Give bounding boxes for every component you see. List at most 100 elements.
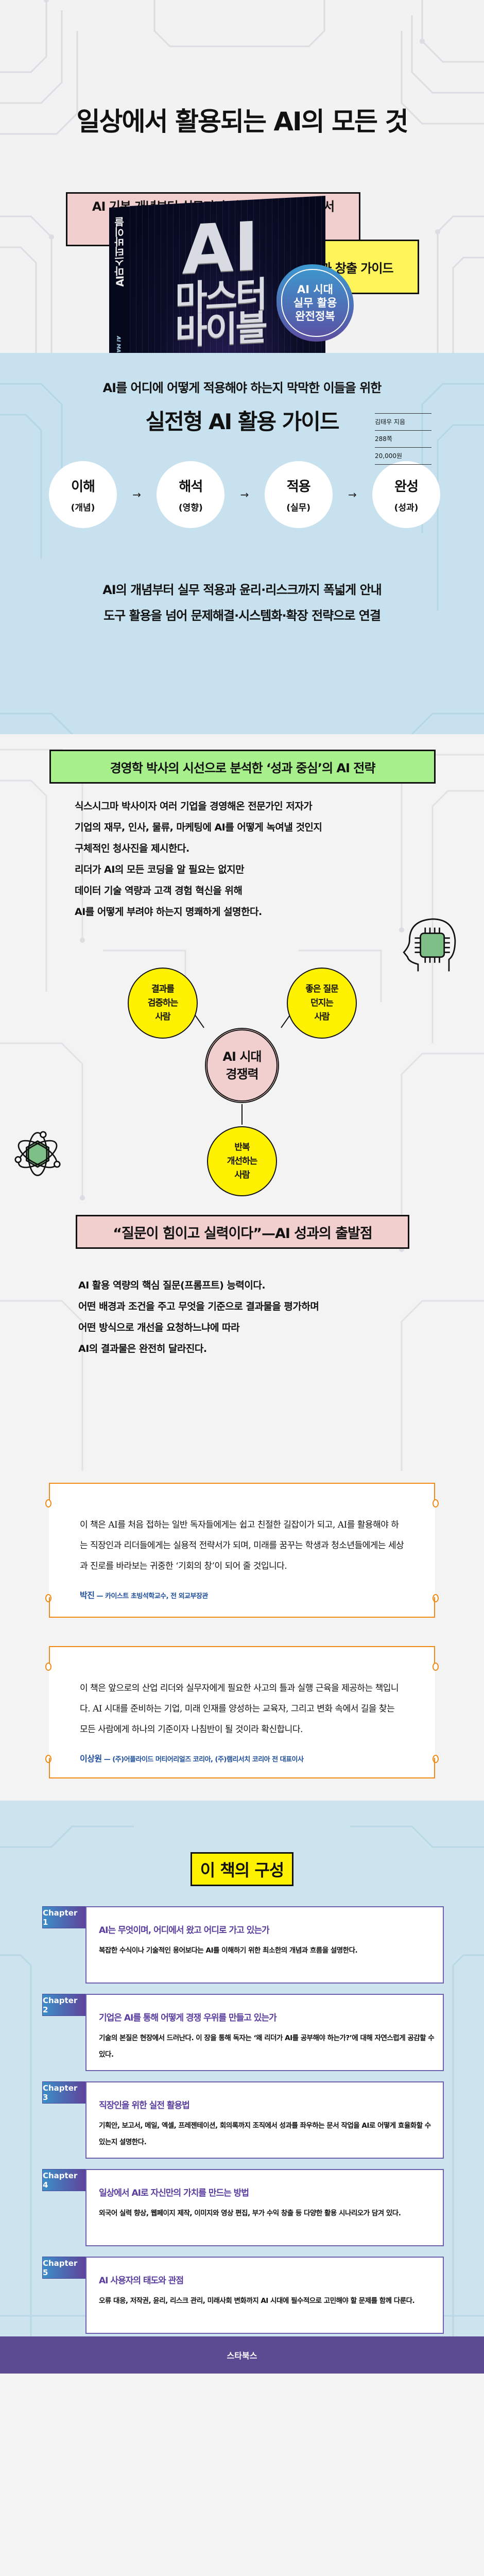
oval-line: 결과를 [151, 984, 175, 994]
review-card: 이 책은 AI를 처음 접하는 일반 독자들에게는 쉽고 친절한 길잡이가 되고… [45, 1483, 439, 1618]
frame-knob-icon [45, 1755, 51, 1763]
publisher-name: 스타북스 [227, 2351, 257, 2361]
chapter-title: AI는 무엇이며, 어디에서 왔고 어디로 가고 있는가 [99, 1925, 270, 1936]
oval-verify-results: 결과를 검증하는 사람 [128, 968, 198, 1039]
book-info-table: 김태우 지음 288쪽 20,000원 [375, 413, 431, 465]
question-heading: “질문이 힘이고 실력이다”—AI 성과의 출발점 [76, 1215, 409, 1249]
book-price: 20,000원 [375, 447, 431, 465]
badge-seal: AI 시대 실무 활용 완전정복 [276, 264, 354, 342]
chapter-title: AI 사용자의 태도와 관점 [99, 2276, 184, 2286]
body-line: 어떤 배경과 조건을 주고 무엇을 기준으로 결과물을 평가하며 [78, 1301, 319, 1312]
step-label: 완성 [394, 479, 419, 495]
oval-line: 검증하는 [147, 997, 179, 1008]
body-line: 기업의 재무, 인사, 물류, 마케팅에 AI를 어떻게 녹여낼 것인지 [75, 822, 322, 833]
step-sublabel: (개념) [71, 503, 95, 513]
chapter-title: 기업은 AI를 통해 어떻게 경쟁 우위를 만들고 있는가 [99, 2013, 277, 2023]
card-frame-bottom [49, 1597, 435, 1618]
card-frame-top [49, 1646, 435, 1667]
spine-en-title: AI MASTER BIBLE [115, 336, 121, 353]
chapter-desc: 기획안, 보고서, 메일, 엑셀, 프레젠테이션, 회의록까지 조직에서 성과를… [99, 2122, 431, 2146]
step-understand: 이해 (개념) [49, 461, 117, 528]
body-line: 데이터 기술 역량과 고객 경험 혁신을 위해 [75, 885, 243, 896]
atom-icon [14, 1131, 61, 1176]
toc-title: 이 책의 구성 [191, 1852, 293, 1886]
oval-line: AI 시대 [222, 1049, 262, 1064]
review-source: 박진 — 카이스트 초빙석학교수, 전 외교부장관 [80, 1588, 208, 1601]
chapter-label: Chapter 2 [42, 1994, 85, 2016]
book-cover-image: AI마스터바이블 AI MASTER BIBLE 스타북스 AI 마스터 바이블… [108, 196, 354, 353]
reviewer-role: — (주)어플라이드 머티어리얼즈 코리아, (주)램리서치 코리아 전 대표이… [101, 1756, 304, 1764]
chapter-label: Chapter 3 [42, 2081, 85, 2104]
oval-line: 던지는 [310, 997, 334, 1008]
card-frame-bottom [49, 1758, 435, 1778]
step-sublabel: (실무) [286, 503, 311, 513]
oval-line: 경쟁력 [226, 1067, 258, 1081]
card-frame-top [49, 1483, 435, 1503]
step-apply: 적용 (실무) [264, 461, 333, 528]
chapter-desc: 기술의 본질은 현장에서 드러난다. 이 장을 통해 독자는 ‘왜 리더가 AI… [99, 2034, 435, 2059]
review-card: 이 책은 앞으로의 산업 리더와 실무자에게 필요한 사고의 틀과 실행 근육을… [45, 1646, 439, 1778]
oval-line: 반복 [234, 1142, 250, 1153]
chapter-5: Chapter 5 AI 사용자의 태도와 관점 오류 대응, 저작권, 윤리,… [42, 2257, 444, 2334]
table-of-contents-section: 이 책의 구성 Chapter 1 AI는 무엇이며, 어디에서 왔고 어디로 … [0, 1801, 484, 2336]
arrow-right-icon: → [132, 488, 142, 501]
oval-line: 개선하는 [227, 1156, 258, 1166]
oval-line: 사람 [314, 1011, 330, 1022]
chapter-label: Chapter 4 [42, 2169, 85, 2191]
cover-title-ai: AI [182, 207, 259, 290]
oval-good-questions: 좋은 질문 던지는 사람 [287, 968, 357, 1039]
body-line: 식스시그마 박사이자 여러 기업을 경영해온 전문가인 저자가 [75, 801, 313, 812]
guide-desc-line: AI의 개념부터 실무 적용과 윤리·리스크까지 폭넓게 안내 [102, 583, 382, 597]
step-interpret: 해석 (영향) [157, 461, 225, 528]
review-source: 이상원 — (주)어플라이드 머티어리얼즈 코리아, (주)램리서치 코리아 전… [80, 1752, 304, 1764]
frame-knob-icon [433, 1499, 439, 1507]
arrow-right-icon: → [348, 488, 357, 501]
oval-iterate-improve: 반복 개선하는 사람 [207, 1126, 277, 1196]
chapter-card [85, 2257, 444, 2334]
oval-line: 좋은 질문 [305, 984, 338, 994]
review-text: 이 책은 앞으로의 산업 리더와 실무자에게 필요한 사고의 틀과 실행 근육을… [80, 1683, 399, 1735]
reviewer-role: — 카이스트 초빙석학교수, 전 외교부장관 [94, 1592, 208, 1600]
cover-title: AI 마스터 바이블 [159, 207, 282, 353]
chapter-1: Chapter 1 AI는 무엇이며, 어디에서 왔고 어디로 가고 있는가 복… [42, 1906, 444, 1984]
guide-title: 실전형 AI 활용 가이드 [145, 409, 339, 434]
body-line: AI의 결과물은 완전히 달라진다. [78, 1343, 207, 1354]
head-chip-icon [403, 918, 456, 972]
guide-subtitle: AI를 어디에 어떻게 적용해야 하는지 막막한 이들을 위한 [102, 381, 382, 395]
body-line: 리더가 AI의 모든 코딩을 알 필요는 없지만 [75, 864, 245, 875]
strategy-heading: 경영학 박사의 시선으로 분석한 ‘성과 중심’의 AI 전략 [49, 750, 436, 784]
chapter-title: 직장인을 위한 실전 활용법 [99, 2100, 190, 2111]
guide-desc-line: 도구 활용을 넘어 문제해결·시스템화·확장 전략으로 연결 [103, 608, 381, 623]
reviewer-name: 박진 [80, 1590, 95, 1600]
frame-knob-icon [45, 1663, 51, 1671]
chapter-label: Chapter 1 [42, 1906, 85, 1928]
step-label: 적용 [286, 479, 311, 495]
frame-knob-icon [433, 1663, 439, 1671]
oval-line: 사람 [234, 1170, 250, 1180]
question-body: AI 활용 역량의 핵심 질문(프롬프트) 능력이다. 어떤 배경과 조건을 주… [78, 1275, 319, 1360]
chapter-card [85, 1906, 444, 1984]
badge-line: 실무 활용 [293, 296, 337, 309]
reviewer-name: 이상원 [80, 1754, 102, 1764]
chapter-desc: 오류 대응, 저작권, 윤리, 리스크 관리, 미래사회 변화까지 AI 시대에… [99, 2297, 415, 2305]
footer: 스타북스 [0, 2336, 484, 2374]
step-sublabel: (성과) [394, 503, 419, 513]
review-text: 이 책은 AI를 처음 접하는 일반 독자들에게는 쉽고 친절한 길잡이가 되고… [80, 1520, 404, 1571]
badge-line: AI 시대 [297, 283, 334, 296]
page-title: 일상에서 활용되는 AI의 모든 것 [76, 107, 409, 137]
book-author: 김태우 지음 [375, 413, 431, 430]
oval-ai-competitiveness: AI 시대 경쟁력 [205, 1028, 279, 1103]
body-line: 어떤 방식으로 개선을 요청하느냐에 따라 [78, 1322, 240, 1333]
step-sublabel: (영향) [178, 503, 203, 513]
chapter-desc: 복잡한 수식이나 기술적인 용어보다는 AI를 이해하기 위한 최소한의 개념과… [99, 1946, 358, 1955]
chapter-card [85, 1994, 444, 2071]
strategy-section: 경영학 박사의 시선으로 분석한 ‘성과 중심’의 AI 전략 식스시그마 박사… [0, 734, 484, 1471]
spine-title: AI마스터바이블 [114, 217, 126, 287]
strategy-body: 식스시그마 박사이자 여러 기업을 경영해온 전문가인 저자가 기업의 재무, … [75, 796, 322, 923]
frame-knob-icon [45, 1499, 51, 1507]
book-pages: 288쪽 [375, 430, 431, 447]
step-label: 해석 [179, 479, 203, 495]
guide-description: AI의 개념부터 실무 적용과 윤리·리스크까지 폭넓게 안내 도구 활용을 넘… [0, 577, 484, 629]
chapter-label: Chapter 5 [42, 2257, 85, 2279]
body-line: AI를 어떻게 부려야 하는지 명쾌하게 설명한다. [75, 906, 262, 918]
